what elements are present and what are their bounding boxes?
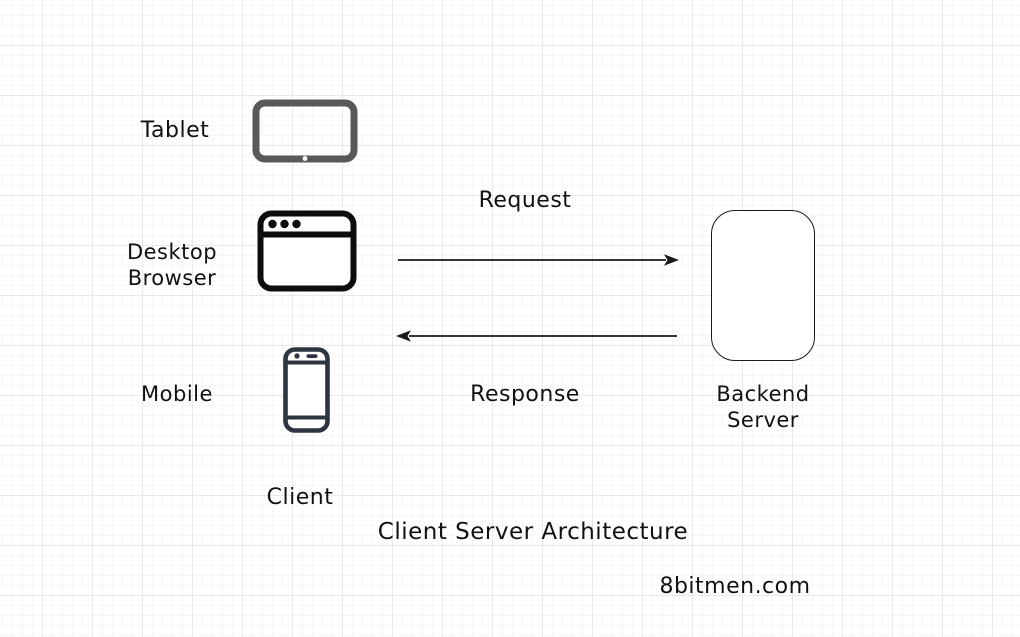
phone-body-frame: [283, 347, 330, 433]
response-arrowhead: [396, 330, 411, 342]
phone-camera-dot: [294, 353, 300, 359]
backend-server-label: Backend Server: [688, 381, 838, 433]
response-arrow-label: Response: [470, 382, 580, 407]
tablet-screen-frame: [252, 99, 358, 163]
diagram-title: Client Server Architecture: [377, 519, 689, 545]
tablet-label: Tablet: [140, 118, 210, 143]
backend-server-shape: [711, 210, 815, 361]
response-arrow: [396, 330, 677, 342]
browser-titlebar-dots: [268, 219, 301, 229]
mobile-label: Mobile: [141, 382, 213, 406]
request-arrowhead: [664, 254, 679, 266]
desktop-browser-icon: [257, 210, 357, 292]
mobile-icon: [283, 347, 330, 433]
request-arrow: [398, 254, 679, 266]
desktop-browser-label-line2: Browser: [127, 266, 217, 290]
desktop-browser-label-line1: Desktop: [126, 240, 218, 264]
tablet-icon: [252, 99, 358, 163]
request-arrow-label: Request: [478, 188, 572, 213]
client-group-label: Client: [266, 485, 334, 510]
backend-server-label-line2: Server: [727, 408, 799, 432]
backend-server-label-line1: Backend: [716, 382, 810, 406]
phone-speaker-dash: [306, 354, 318, 358]
watermark-text: 8bitmen.com: [659, 574, 811, 599]
desktop-browser-label: Desktop Browser: [97, 239, 247, 291]
tablet-home-button-dot: [302, 156, 308, 161]
